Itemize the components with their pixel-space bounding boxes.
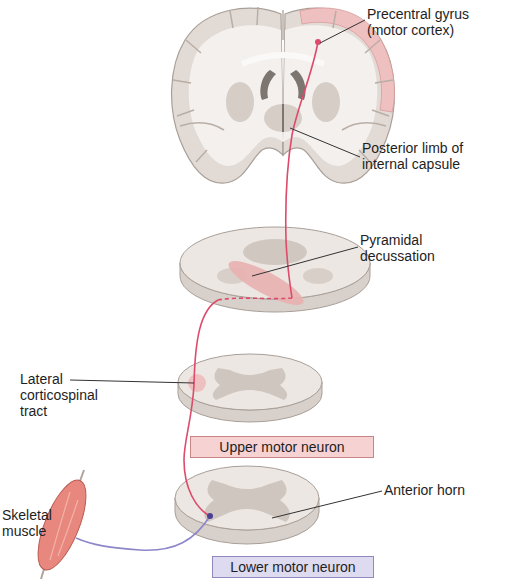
section-face bbox=[175, 466, 319, 530]
inferior-olive bbox=[303, 268, 333, 284]
sulcus bbox=[365, 40, 380, 53]
midline-fissure bbox=[282, 10, 284, 40]
sulcus bbox=[333, 11, 336, 28]
gray-matter bbox=[213, 368, 287, 400]
basal-ganglia bbox=[226, 82, 254, 122]
sulcus bbox=[186, 40, 201, 53]
upper-motor-neuron-axon-crossing bbox=[218, 298, 292, 300]
leader-line bbox=[320, 20, 365, 43]
neuron-label-box: Upper motor neuron bbox=[190, 436, 374, 458]
leader-line bbox=[70, 380, 194, 383]
anatomy-label: Lateral corticospinal tract bbox=[20, 371, 115, 419]
pyramidal-decussation-band bbox=[224, 254, 308, 313]
corpus-callosum bbox=[242, 55, 324, 64]
anatomy-label: Posterior limb of internal capsule bbox=[362, 140, 492, 172]
sulcus bbox=[257, 7, 258, 25]
lateral-ventricle bbox=[260, 70, 276, 100]
brain-section bbox=[172, 7, 395, 183]
white-matter bbox=[189, 25, 283, 166]
lower-motor-neuron-axon bbox=[76, 516, 210, 550]
sulcus bbox=[372, 110, 389, 116]
node-text: Upper motor neuron bbox=[219, 439, 344, 455]
left-hemisphere bbox=[172, 8, 283, 183]
sulcus bbox=[196, 150, 207, 162]
sulcus bbox=[375, 80, 393, 83]
lower-motor-neuron-cell bbox=[207, 513, 213, 519]
leader-line bbox=[252, 247, 358, 276]
anatomy-label: Pyramidal decussation bbox=[360, 232, 460, 264]
neuron-label-box: Lower motor neuron bbox=[212, 556, 374, 578]
anatomy-label: Precentral gyrus (motor cortex) bbox=[367, 6, 485, 38]
muscle-striation bbox=[50, 492, 78, 560]
third-ventricle bbox=[282, 104, 284, 132]
lateral-fissure bbox=[342, 123, 386, 130]
anatomy-label: Skeletal muscle bbox=[2, 507, 60, 539]
sulcus bbox=[173, 80, 191, 83]
leader-line bbox=[272, 491, 382, 518]
leader-line bbox=[290, 128, 360, 157]
sulci bbox=[173, 7, 393, 162]
sulcus bbox=[177, 110, 194, 116]
lateral-fissure bbox=[180, 123, 224, 130]
leader-lines bbox=[70, 20, 382, 518]
anatomy-label: Anterior horn bbox=[384, 482, 499, 498]
basal-ganglia bbox=[312, 82, 340, 122]
node-text: Lower motor neuron bbox=[230, 559, 355, 575]
sulcus bbox=[230, 11, 233, 28]
cervical-cord-section bbox=[178, 354, 322, 422]
section-face bbox=[178, 354, 322, 410]
neuron-pathway bbox=[76, 39, 321, 550]
upper-motor-neuron-axon bbox=[184, 300, 218, 515]
gray-matter bbox=[243, 239, 307, 265]
gray-matter bbox=[204, 480, 290, 522]
upper-motor-neuron-cell bbox=[315, 39, 321, 45]
medulla-section bbox=[180, 227, 370, 312]
